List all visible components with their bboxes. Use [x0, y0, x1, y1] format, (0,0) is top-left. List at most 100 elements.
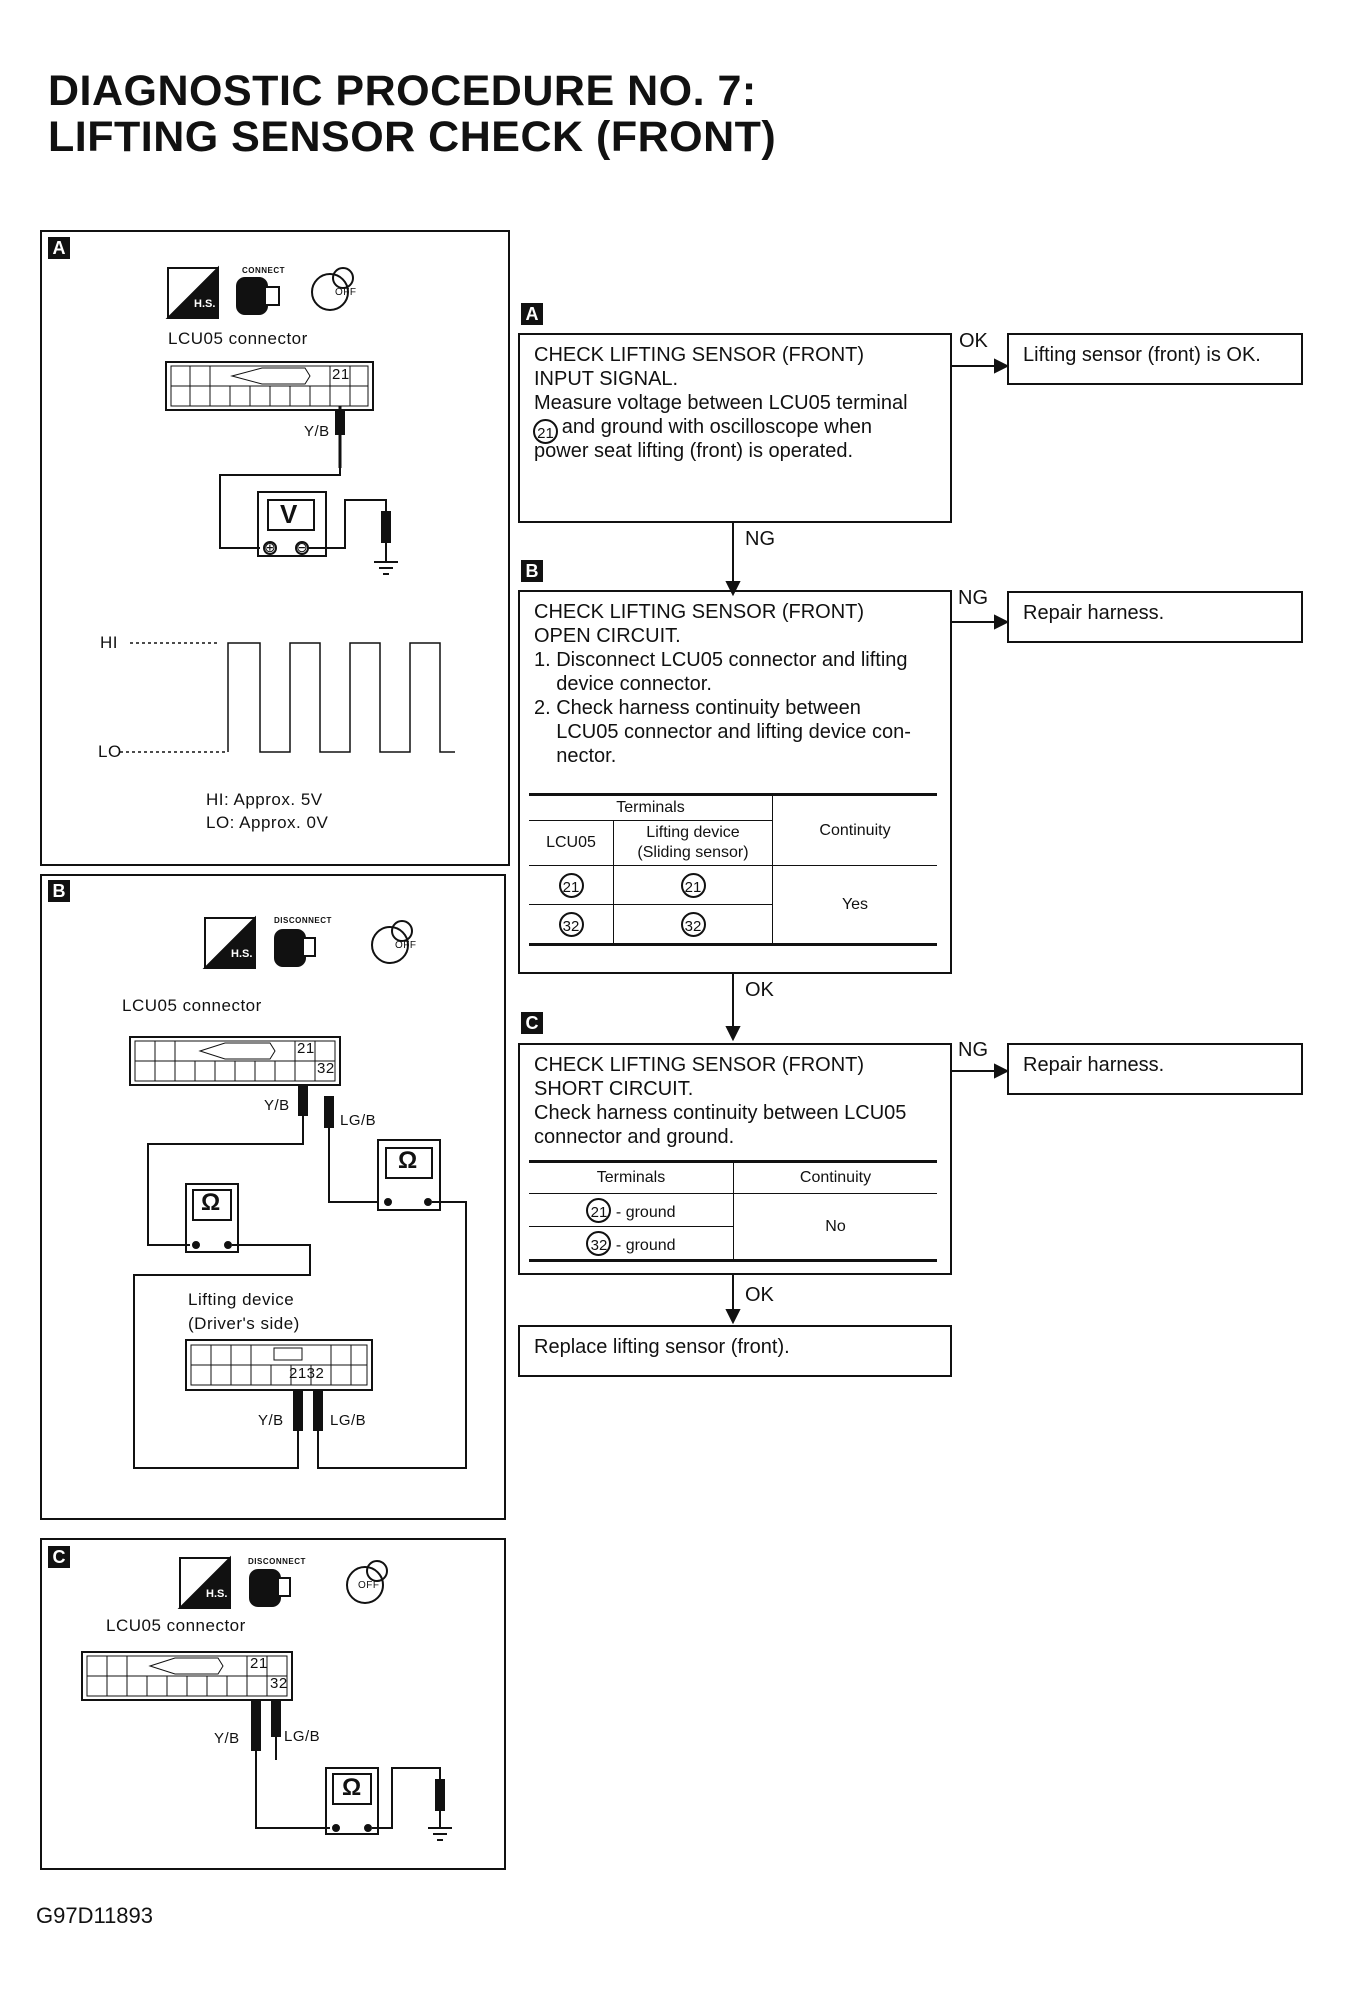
figure-code: G97D11893: [36, 1903, 154, 1928]
step-b-line: CHECK LIFTING SENSOR (FRONT): [534, 601, 865, 623]
step-b-line: 1. Disconnect LCU05 connector and liftin…: [534, 649, 908, 671]
lifting-device-wire-yb: Y/B: [258, 1412, 284, 1429]
connect-icon-label: CONNECT: [242, 266, 286, 275]
hs-icon: H.S.: [206, 1588, 228, 1600]
panel-c-connector-label: LCU05 connector: [106, 1616, 246, 1635]
panel-b-drawing: [129, 915, 467, 1469]
table-cell: 32 - ground: [529, 1226, 734, 1261]
table-result: Yes: [772, 865, 937, 945]
step-b-ok-label: OK: [745, 979, 774, 1001]
arrow-ng-b: [994, 614, 1010, 630]
terminal-21-circle: 21: [533, 419, 558, 444]
panel-b: [40, 874, 506, 1520]
table-header-device: Lifting device(Sliding sensor): [613, 820, 773, 866]
step-b-tag: B: [521, 560, 543, 582]
panel-b-terminal-32: 32: [317, 1060, 335, 1077]
table-result: No: [733, 1193, 937, 1261]
table-header-continuity: Continuity: [772, 794, 937, 866]
panel-b-wire-yb: Y/B: [264, 1097, 290, 1114]
step-c-line: connector and ground.: [534, 1126, 735, 1148]
panel-c-drawing: [81, 1555, 452, 1841]
hs-icon: H.S.: [231, 948, 253, 960]
table-header-terminals: Terminals: [529, 794, 773, 821]
panel-c-wire-yb: Y/B: [214, 1730, 240, 1747]
panel-a-wire-yb: Y/B: [304, 423, 330, 440]
title-line-2: LIFTING SENSOR CHECK (FRONT): [48, 113, 777, 161]
step-c-ok-label: OK: [745, 1284, 774, 1306]
step-b-line: OPEN CIRCUIT.: [534, 625, 681, 647]
step-b-ng-label: NG: [958, 587, 988, 609]
voltmeter-icon: V: [280, 499, 298, 529]
arrow-ok-c: [725, 1309, 741, 1325]
step-c-line: SHORT CIRCUIT.: [534, 1078, 694, 1100]
title-line-1: DIAGNOSTIC PROCEDURE NO. 7:: [48, 67, 757, 115]
step-c-box: CHECK LIFTING SENSOR (FRONT) SHORT CIRCU…: [518, 1043, 952, 1275]
step-c-table: Terminals Continuity 21 - ground No 32 -…: [529, 1160, 937, 1262]
minus-terminal-icon: ⊖: [296, 539, 309, 555]
table-header-continuity: Continuity: [733, 1161, 937, 1194]
panel-c: [40, 1538, 506, 1870]
ohmmeter-icon: Ω: [201, 1189, 221, 1216]
panel-a-drawing: [120, 265, 455, 753]
panel-c-terminal-21: 21: [250, 1655, 268, 1672]
step-b-ng-result: Repair harness.: [1007, 591, 1303, 643]
step-b-table: Terminals Continuity LCU05 Lifting devic…: [529, 793, 937, 946]
step-a-line: power seat lifting (front) is operated.: [534, 440, 854, 462]
step-b-line: device connector.: [534, 673, 712, 695]
waveform-lo-label: LO: [98, 742, 122, 761]
final-step-box: Replace lifting sensor (front).: [518, 1325, 952, 1377]
panel-b-terminal-21: 21: [297, 1040, 315, 1057]
panel-b-tag: B: [48, 880, 70, 902]
lifting-device-wire-lgb: LG/B: [330, 1412, 367, 1429]
step-a-ok-result: Lifting sensor (front) is OK.: [1007, 333, 1303, 385]
arrow-ok-a: [994, 358, 1010, 374]
lifting-device-terminals: 2132: [289, 1365, 325, 1382]
lifting-device-label: Lifting device: [188, 1290, 295, 1309]
disconnect-icon-label: DISCONNECT: [248, 1557, 306, 1566]
step-a-line: CHECK LIFTING SENSOR (FRONT): [534, 344, 865, 366]
table-header-terminals: Terminals: [529, 1161, 734, 1194]
step-b-box: CHECK LIFTING SENSOR (FRONT) OPEN CIRCUI…: [518, 590, 952, 974]
arrow-ng-c: [994, 1063, 1010, 1079]
panel-b-wire-lgb: LG/B: [340, 1112, 377, 1129]
panel-a-connector-label: LCU05 connector: [168, 329, 308, 348]
step-a-box: CHECK LIFTING SENSOR (FRONT) INPUT SIGNA…: [518, 333, 952, 523]
ohmmeter-icon: Ω: [398, 1147, 418, 1174]
ohmmeter-icon: Ω: [342, 1774, 362, 1801]
panel-c-terminal-32: 32: [270, 1675, 288, 1692]
step-a-line: INPUT SIGNAL.: [534, 368, 679, 390]
arrow-ok-b: [725, 1026, 741, 1042]
plus-terminal-icon: ⊕: [264, 539, 277, 555]
step-c-ng-label: NG: [958, 1039, 988, 1061]
step-a-tag: A: [521, 303, 543, 325]
hi-voltage-note: HI: Approx. 5V: [206, 790, 323, 809]
arrow-ng-a: [725, 581, 741, 597]
table-cell: 21: [529, 865, 614, 905]
disconnect-icon-label: DISCONNECT: [274, 916, 332, 925]
panel-a-terminal-21: 21: [332, 366, 350, 383]
ignition-off-icon: OFF: [358, 1580, 380, 1591]
step-b-line: 2. Check harness continuity between: [534, 697, 861, 719]
table-header-lcu05: LCU05: [529, 820, 614, 866]
waveform-hi-label: HI: [100, 633, 118, 652]
step-b-line: LCU05 connector and lifting device con-: [534, 721, 911, 743]
step-b-line: nector.: [534, 745, 617, 767]
step-c-tag: C: [521, 1012, 543, 1034]
hs-icon: H.S.: [194, 298, 216, 310]
page-title: DIAGNOSTIC PROCEDURE NO. 7: LIFTING SENS…: [48, 68, 776, 160]
table-cell: 32: [613, 904, 773, 945]
panel-c-wire-lgb: LG/B: [284, 1728, 321, 1745]
step-a-ng-label: NG: [745, 528, 775, 550]
step-c-line: CHECK LIFTING SENSOR (FRONT): [534, 1054, 865, 1076]
table-cell: 21: [613, 865, 773, 905]
table-cell: 21 - ground: [529, 1193, 734, 1227]
step-c-line: Check harness continuity between LCU05: [534, 1102, 907, 1124]
step-a-line: and ground with oscilloscope when: [534, 416, 872, 438]
ignition-off-icon: OFF: [335, 287, 357, 298]
step-a-ok-label: OK: [959, 330, 988, 352]
panel-a: [40, 230, 510, 866]
step-c-ng-result: Repair harness.: [1007, 1043, 1303, 1095]
lifting-device-side-label: (Driver's side): [188, 1314, 300, 1333]
panel-b-connector-label: LCU05 connector: [122, 996, 262, 1015]
